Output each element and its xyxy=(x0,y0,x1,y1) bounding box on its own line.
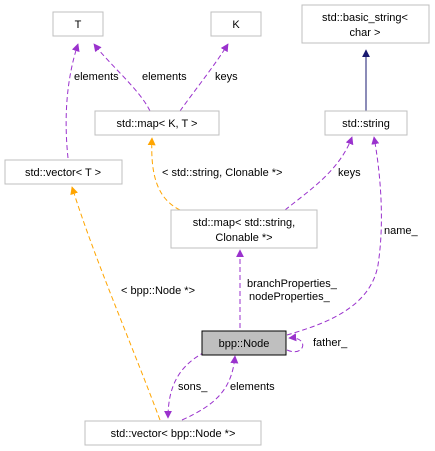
svg-text:Clonable *>: Clonable *> xyxy=(215,232,272,244)
edge-node-to-vector-node xyxy=(164,351,206,419)
svg-text:char >: char > xyxy=(350,27,381,39)
label-father: father_ xyxy=(313,337,348,349)
label-elements-map: elements xyxy=(142,71,187,83)
label-vector-template-args: < bpp::Node *> xyxy=(121,285,195,297)
label-sons: sons_ xyxy=(178,381,208,393)
svg-text:K: K xyxy=(232,19,240,31)
label-map-template-args: < std::string, Clonable *> xyxy=(162,167,282,179)
edge-vector-t-to-t xyxy=(65,43,80,159)
node-vector-t[interactable]: std::vector< T > xyxy=(4,159,123,185)
edge-node-self xyxy=(286,333,304,353)
label-branch-properties: branchProperties_ xyxy=(247,278,338,290)
label-keys-string: keys xyxy=(338,167,361,179)
node-string[interactable]: std::string xyxy=(324,110,408,136)
svg-text:std::string: std::string xyxy=(342,118,390,130)
edge-vector-node-to-node xyxy=(181,355,239,421)
edge-node-to-string xyxy=(286,136,382,336)
svg-text:std::basic_string<: std::basic_string< xyxy=(322,12,408,24)
node-map-kt[interactable]: std::map< K, T > xyxy=(94,110,220,136)
edge-map-sc-to-string xyxy=(284,136,354,211)
node-vector-bpp-node[interactable]: std::vector< bpp::Node *> xyxy=(84,420,262,446)
svg-text:std::map< K, T >: std::map< K, T > xyxy=(117,118,198,130)
node-basic-string[interactable]: std::basic_string< char > xyxy=(301,4,430,44)
edge-map-sc-to-map-kt xyxy=(147,137,181,211)
label-elements-vector-t: elements xyxy=(74,71,119,83)
label-name: name_ xyxy=(384,225,419,237)
edge-map-kt-to-k xyxy=(179,43,229,112)
node-bpp-node[interactable]: bpp::Node xyxy=(201,330,287,356)
node-k[interactable]: K xyxy=(210,11,262,37)
svg-text:T: T xyxy=(75,19,82,31)
svg-text:std::vector< bpp::Node *>: std::vector< bpp::Node *> xyxy=(111,428,236,440)
label-elements-vector-node: elements xyxy=(230,381,275,393)
label-node-properties: nodeProperties_ xyxy=(249,291,331,303)
node-map-string-clonable[interactable]: std::map< std::string, Clonable *> xyxy=(170,209,318,249)
edge-map-kt-to-t xyxy=(93,43,151,112)
svg-text:std::vector< T >: std::vector< T > xyxy=(25,167,101,179)
svg-text:std::map< std::string,: std::map< std::string, xyxy=(193,217,295,229)
edge-vector-node-to-vector-t xyxy=(70,186,161,421)
node-t[interactable]: T xyxy=(52,11,104,37)
label-keys-map: keys xyxy=(215,71,238,83)
svg-text:bpp::Node: bpp::Node xyxy=(219,338,270,350)
